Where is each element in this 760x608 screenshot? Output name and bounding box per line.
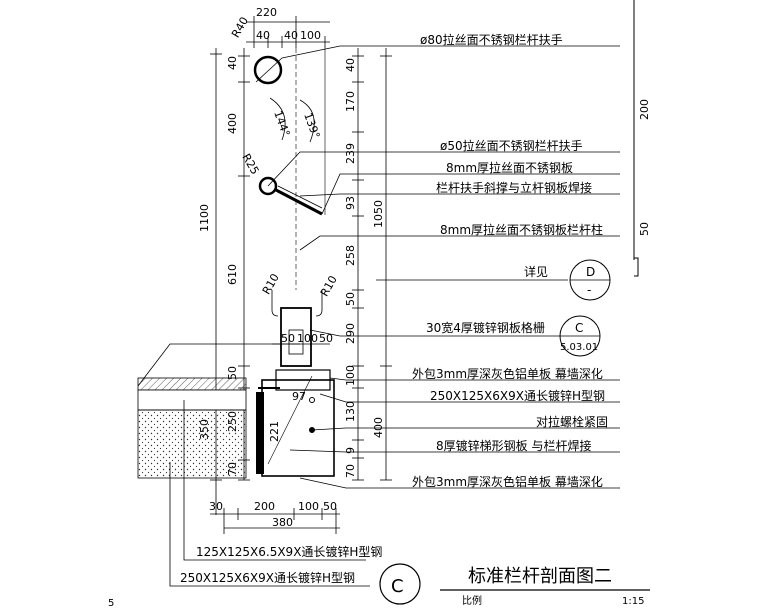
bottom-leaders — [137, 343, 370, 587]
mid-dim-50: 50 — [281, 332, 295, 345]
note-aluminum-cladding-1: 外包3mm厚深灰色铝单板 幕墙深化 — [412, 366, 603, 381]
concrete-slab — [137, 409, 247, 479]
dim-right-40: 40 — [344, 58, 357, 72]
note-h-beam-250: 250X125X6X9X通长镀锌H型钢 — [430, 389, 605, 403]
mid-dim-97: 97 — [292, 390, 306, 403]
dim-right-93: 93 — [344, 196, 357, 210]
bottom-dimension-lines — [210, 508, 340, 534]
dim-r40: R40 — [229, 15, 251, 40]
dim-right-70: 70 — [344, 464, 357, 478]
mid-dim-100: 100 — [297, 332, 318, 345]
angle-arc-139 — [299, 99, 315, 143]
scale-value: 1:15 — [622, 596, 644, 607]
diagonal-brace — [275, 188, 323, 216]
section-mark: C — [391, 576, 404, 597]
dim-left-610: 610 — [226, 264, 239, 285]
dim-right-1050: 1050 — [372, 200, 385, 228]
note-trapezoid-plate: 8厚镀锌梯形钢板 与栏杆焊接 — [436, 438, 591, 453]
drawing-title: 标准栏杆剖面图二 — [468, 566, 612, 587]
dim-right-400: 400 — [372, 417, 385, 438]
detail-c-bottom: 5.03.01 — [560, 342, 598, 353]
note-h-beam-125: 125X125X6.5X9X通长镀锌H型钢 — [196, 545, 382, 559]
note-bolts: 对拉螺栓紧固 — [536, 414, 608, 429]
dim-right-100: 100 — [344, 365, 357, 386]
note-h-beam-250-bottom: 250X125X6X9X通长镀锌H型钢 — [180, 571, 355, 585]
dim-right-50: 50 — [344, 292, 357, 306]
post-base-plate — [280, 307, 312, 367]
dim-left-1100: 1100 — [198, 204, 211, 232]
note-grating: 30宽4厚镀锌钢板格栅 — [426, 320, 545, 335]
angle-139: 139° — [301, 111, 322, 140]
note-handrail-50: ø50拉丝面不锈钢栏杆扶手 — [440, 138, 583, 153]
beam-flange — [275, 369, 331, 391]
handrail-50-section — [258, 176, 278, 196]
far-right-50: 50 — [638, 222, 651, 236]
note-post-plate: 8mm厚拉丝面不锈钢板栏杆柱 — [440, 222, 603, 237]
handrail-80-leader — [255, 57, 283, 83]
bottom-dim-380: 380 — [272, 516, 293, 529]
note-brace-weld: 栏杆扶手斜撑与立杆钢板焊接 — [436, 180, 592, 195]
far-right-200: 200 — [638, 99, 651, 120]
dim-220: 220 — [256, 6, 277, 19]
bottom-dim-50: 50 — [323, 500, 337, 513]
detail-d-bottom: - — [587, 283, 591, 297]
dim-40b: 40 — [284, 29, 298, 42]
post-insert — [288, 329, 304, 355]
detail-c-top: C — [575, 321, 583, 335]
right-dimension-lines — [352, 48, 392, 481]
angle-arc-144 — [269, 97, 286, 141]
trapezoid-plate-line — [267, 375, 313, 465]
corner-mark: 5 — [108, 598, 114, 608]
fillet-left — [271, 290, 279, 317]
leader-lines — [267, 151, 620, 489]
handrail-80-section — [253, 55, 283, 85]
dim-left-40: 40 — [226, 56, 239, 70]
bottom-dim-100: 100 — [298, 500, 319, 513]
section-mark-circle — [379, 563, 421, 605]
fillet-r10-left: R10 — [260, 271, 282, 296]
dim-right-258: 258 — [344, 245, 357, 266]
dim-right-9: 9 — [344, 447, 357, 454]
fillet-right — [315, 290, 323, 317]
mid-dim-50b: 50 — [319, 332, 333, 345]
dim-right-130: 130 — [344, 401, 357, 422]
detail-d-top: D — [586, 265, 595, 279]
floor-layer — [137, 389, 247, 411]
dim-100: 100 — [300, 29, 321, 42]
note-see-detail: 详见 — [524, 264, 548, 279]
floor-finish — [137, 377, 247, 391]
dim-left-400: 400 — [226, 113, 239, 134]
bottom-dim-200: 200 — [254, 500, 275, 513]
dim-right-290: 290 — [344, 323, 357, 344]
top-dimensions — [246, 16, 330, 48]
dim-left-50: 50 — [226, 366, 239, 380]
note-8mm-plate: 8mm厚拉丝面不锈钢板 — [446, 160, 573, 175]
bottom-dim-30: 30 — [209, 500, 223, 513]
dim-right-170: 170 — [344, 91, 357, 112]
mid-dim-221: 221 — [268, 421, 281, 442]
edge-plate — [256, 392, 264, 474]
angle-144: 144° — [271, 109, 292, 138]
scale-label: 比例 — [462, 594, 482, 607]
dim-40a: 40 — [256, 29, 270, 42]
bolt-hole-1 — [309, 397, 315, 403]
dim-right-239: 239 — [344, 143, 357, 164]
side-detail — [634, 257, 639, 277]
note-aluminum-cladding-2: 外包3mm厚深灰色铝单板 幕墙深化 — [412, 474, 603, 489]
fillet-r10-right: R10 — [318, 273, 340, 298]
dim-r25: R25 — [239, 152, 261, 177]
note-handrail-80: ø80拉丝面不锈钢栏杆扶手 — [420, 32, 563, 47]
